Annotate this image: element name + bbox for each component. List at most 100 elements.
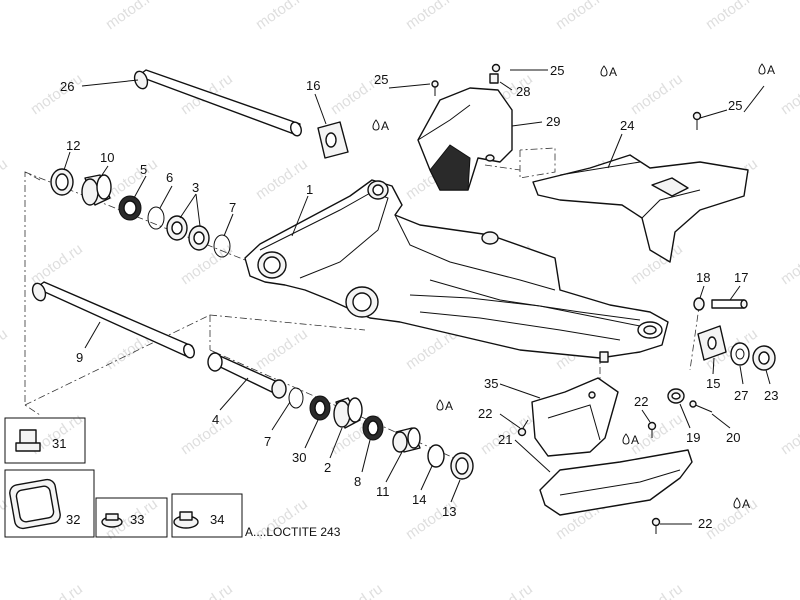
callout-18: 18 bbox=[696, 270, 710, 285]
watermark-text: motod.ru bbox=[0, 155, 11, 203]
loctite-drop-icon: A bbox=[436, 399, 453, 413]
part-28-nut bbox=[489, 73, 499, 84]
watermark-text: motod.ru bbox=[628, 70, 686, 118]
watermark-text: motod.ru bbox=[28, 240, 86, 288]
callout-22-mid: 22 bbox=[634, 394, 648, 409]
part-4-sleeve bbox=[207, 352, 287, 399]
callout-3: 3 bbox=[192, 180, 199, 195]
watermark-text: motod.ru bbox=[253, 325, 311, 373]
part-25-bolt bbox=[431, 80, 439, 96]
part-11-bushing bbox=[392, 427, 421, 453]
part-19-bushing bbox=[667, 388, 685, 404]
part-7-ring bbox=[213, 234, 231, 258]
callout-12: 12 bbox=[66, 138, 80, 153]
callout-34: 34 bbox=[210, 512, 224, 527]
loctite-drop-icon: A bbox=[733, 497, 750, 511]
callout-21: 21 bbox=[498, 432, 512, 447]
watermark-text: motod.ru bbox=[253, 155, 311, 203]
part-30-seal bbox=[309, 395, 331, 421]
part-8-seal bbox=[362, 415, 384, 441]
part-20-screw bbox=[689, 400, 713, 413]
part-5-seal bbox=[118, 195, 142, 221]
loctite-drop-icon: A bbox=[622, 433, 639, 447]
inset-part-33: 33 bbox=[95, 497, 168, 538]
watermark-text: motod.ru bbox=[0, 0, 11, 33]
part-22-bolt-bottom bbox=[651, 517, 661, 534]
callout-8: 8 bbox=[354, 474, 361, 489]
callout-13: 13 bbox=[442, 504, 456, 519]
watermark-text: motod.ru bbox=[478, 580, 536, 600]
part-9-axle bbox=[31, 281, 195, 359]
callout-27: 27 bbox=[734, 388, 748, 403]
callout-labels: 26 16 12 10 5 6 3 7 1 9 4 7 30 2 8 11 14… bbox=[60, 63, 778, 531]
watermark-text: motod.ru bbox=[628, 580, 686, 600]
loctite-marker-text: A bbox=[445, 399, 453, 413]
watermark-text: motod.ru bbox=[28, 580, 86, 600]
callout-1: 1 bbox=[306, 182, 313, 197]
callout-7-lower: 7 bbox=[264, 434, 271, 449]
part-3-spacers bbox=[166, 215, 210, 251]
watermark-text: motod.ru bbox=[703, 0, 761, 33]
part-18-washer bbox=[693, 297, 705, 311]
part-24-mudguard bbox=[532, 154, 749, 263]
loctite-marker-text: A bbox=[767, 63, 775, 77]
callout-7: 7 bbox=[229, 200, 236, 215]
loctite-drop-icons: A A A A A A bbox=[372, 63, 775, 511]
loctite-drop-icon: A bbox=[600, 65, 617, 79]
callout-11: 11 bbox=[376, 484, 390, 499]
part-14-washer bbox=[427, 444, 445, 468]
callout-16: 16 bbox=[306, 78, 320, 93]
callout-22-bottom: 22 bbox=[698, 516, 712, 531]
callout-25-right: 25 bbox=[728, 98, 742, 113]
loctite-drop-icon: A bbox=[372, 119, 389, 133]
watermark-text: motod.ru bbox=[778, 580, 800, 600]
callout-30: 30 bbox=[292, 450, 306, 465]
watermark-text: motod.ru bbox=[253, 0, 311, 33]
part-29-chain-guard bbox=[417, 87, 513, 191]
part-35-bracket bbox=[531, 377, 619, 457]
part-27-washer bbox=[730, 342, 750, 366]
callout-35: 35 bbox=[484, 376, 498, 391]
part-25-bolt-right bbox=[692, 111, 702, 130]
watermark-text: motod.ru bbox=[328, 580, 386, 600]
watermark-text: motod.ru bbox=[103, 0, 161, 33]
part-25-washer bbox=[491, 63, 501, 73]
part-16-block bbox=[317, 121, 349, 159]
inset-part-31: 31 bbox=[4, 417, 86, 464]
callout-15: 15 bbox=[706, 376, 720, 391]
watermark-text: motod.ru bbox=[0, 325, 11, 373]
part-26-axle bbox=[133, 69, 302, 137]
callout-23: 23 bbox=[764, 388, 778, 403]
loctite-marker-text: A bbox=[631, 433, 639, 447]
part-23-nut bbox=[752, 345, 776, 371]
part-12-cap bbox=[50, 168, 74, 196]
watermark-text: motod.ru bbox=[553, 0, 611, 33]
callout-22-left: 22 bbox=[478, 406, 492, 421]
part-17-pin bbox=[711, 299, 748, 309]
inset-part-32: 32 bbox=[4, 469, 95, 538]
callout-9: 9 bbox=[76, 350, 83, 365]
part-10-bearing bbox=[81, 174, 112, 206]
leader-lines bbox=[63, 69, 771, 525]
part-1-swingarm bbox=[244, 179, 669, 363]
callout-32: 32 bbox=[66, 512, 80, 527]
part-22-bolt-left bbox=[517, 419, 529, 437]
loctite-drop-icon: A bbox=[758, 63, 775, 77]
watermark-text: motod.ru bbox=[178, 580, 236, 600]
watermark-text: motod.ru bbox=[778, 70, 800, 118]
callout-10: 10 bbox=[100, 150, 114, 165]
callout-14: 14 bbox=[412, 492, 426, 507]
loctite-marker-text: A bbox=[742, 497, 750, 511]
callout-5: 5 bbox=[140, 162, 147, 177]
part-7-ring-lower bbox=[288, 387, 304, 409]
watermark-text: motod.ru bbox=[778, 410, 800, 458]
callout-17: 17 bbox=[734, 270, 748, 285]
callout-4: 4 bbox=[212, 412, 219, 427]
callout-25-top-left: 25 bbox=[374, 72, 388, 87]
loctite-marker-text: A bbox=[609, 65, 617, 79]
callout-25-top-mid: 25 bbox=[550, 63, 564, 78]
part-13-cap bbox=[450, 452, 474, 480]
watermark-text: motod.ru bbox=[778, 240, 800, 288]
callout-26: 26 bbox=[60, 79, 74, 94]
watermark-text: motod.ru bbox=[28, 70, 86, 118]
